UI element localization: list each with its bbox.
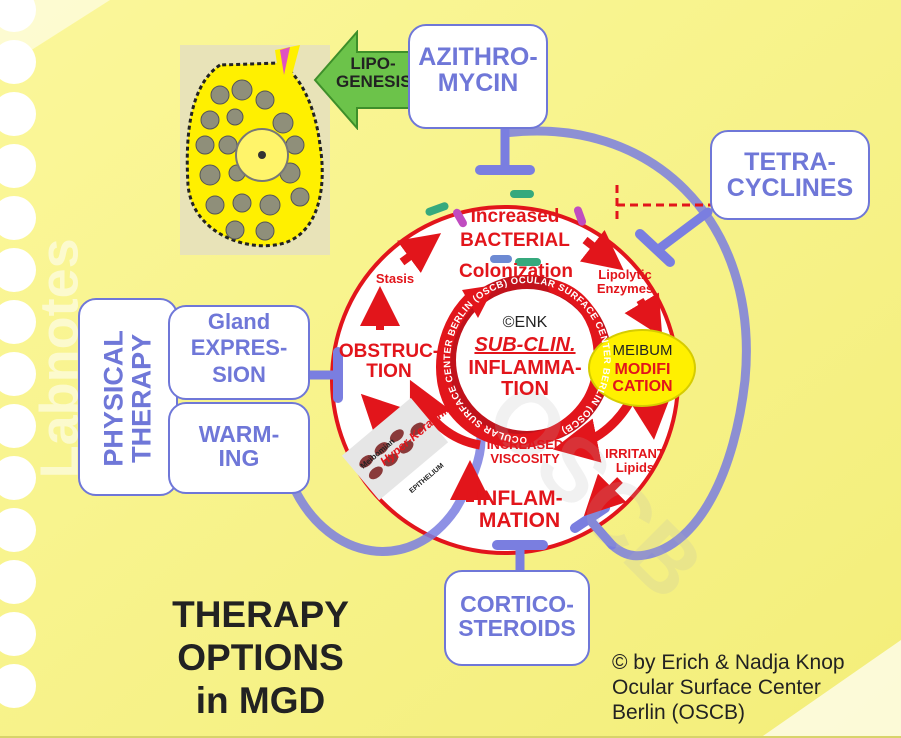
obstruction-label: OBSTRUC- TION <box>338 341 440 382</box>
warming-label: WARM- ING <box>198 421 280 472</box>
physical-therapy-box <box>78 298 178 496</box>
center-copyright: ©ENK <box>502 314 548 331</box>
lipogenesis-label: LIPO- GENESIS <box>336 54 412 91</box>
meibum-label: MEIBUM <box>612 342 673 359</box>
center-inflammation: INFLAMMA- TION <box>468 357 582 400</box>
inhibitor-bars <box>305 120 713 580</box>
meibomian-epithelium-icon <box>341 397 449 501</box>
gland-expression-label: Gland EXPRES- SION <box>190 309 288 387</box>
tetracyclines-box: TETRA- CYCLINES <box>710 130 870 220</box>
meibomian-gland-acinus-icon <box>180 45 330 255</box>
stasis-label: Stasis <box>375 271 415 286</box>
lipolytic-enzymes-label: Lipolytic Enzymes <box>596 267 654 296</box>
corticosteroids-label: CORTICO- STEROIDS <box>458 591 576 642</box>
azithromycin-box: AZITHRO- MYCIN <box>408 24 548 129</box>
azithromycin-label: AZITHRO- MYCIN <box>418 43 538 98</box>
credit-text: © by Erich & Nadja Knop Ocular Surface C… <box>612 651 845 725</box>
bacteria-icons <box>425 190 587 266</box>
bacterial-label: BACTERIAL <box>460 230 570 251</box>
tetracyclines-label: TETRA- CYCLINES <box>726 148 854 203</box>
meibum-modification-ellipse <box>588 329 696 407</box>
inner-cycle-arrow <box>436 280 608 448</box>
svg-text:OCULAR SURFACE CENTER BERLIN (: OCULAR SURFACE CENTER BERLIN (OSCB) OCUL… <box>442 275 612 445</box>
modification-label: MODIFI CATION <box>612 361 673 395</box>
tetracycline-dashed-inhibition <box>615 185 712 222</box>
warming-box: WARM- ING <box>168 402 310 494</box>
corticosteroids-box: CORTICO- STEROIDS <box>444 570 590 666</box>
increased-label: Increased <box>470 206 560 227</box>
gland-expression-box: Gland EXPRES- SION <box>168 305 310 400</box>
azithromycin-arc <box>500 126 751 561</box>
main-title: THERAPY OPTIONS in MGD <box>172 594 349 721</box>
colonization-label: Colonization <box>459 261 573 282</box>
irritant-lipids-label: IRRITANT Lipids <box>605 446 665 475</box>
inflammation-cycle-label: INFLAM- MATION <box>476 487 563 533</box>
center-subclinical: SUB-CLIN. <box>474 334 576 356</box>
viscosity-label: INCREASED VISCOSITY <box>486 437 564 466</box>
